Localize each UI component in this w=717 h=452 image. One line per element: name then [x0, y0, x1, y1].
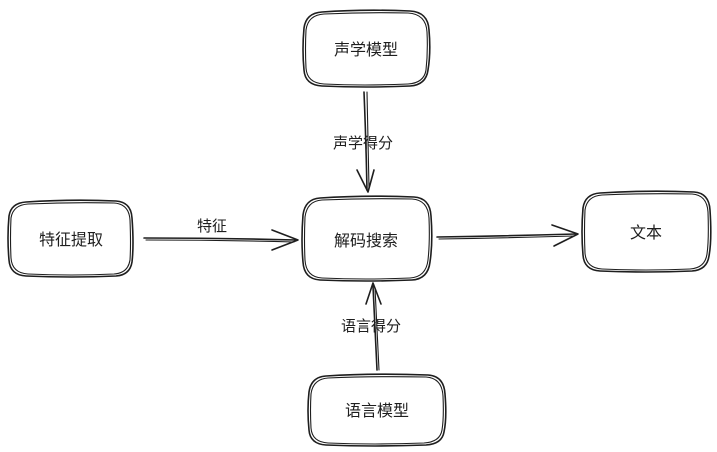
node-acoustic-model-label: 声学模型 [334, 40, 398, 59]
node-text-output[interactable]: 文本 [581, 190, 712, 273]
node-language-model-label: 语言模型 [345, 401, 409, 420]
node-decoding-search[interactable]: 解码搜索 [301, 195, 433, 282]
edge-acoustic-to-decoding: 声学得分 [333, 91, 393, 193]
node-feature-extraction-label: 特征提取 [39, 230, 103, 249]
node-feature-extraction[interactable]: 特征提取 [7, 199, 134, 278]
edge-language-to-decoding: 语言得分 [341, 282, 401, 371]
edge-decoding-to-text [436, 224, 579, 247]
node-acoustic-model[interactable]: 声学模型 [302, 9, 431, 88]
edge-features-to-decoding: 特征 [143, 217, 299, 251]
node-language-model[interactable]: 语言模型 [307, 373, 447, 447]
node-decoding-search-label: 解码搜索 [334, 231, 398, 250]
edge-language-score-label: 语言得分 [341, 317, 401, 335]
edge-features-label: 特征 [197, 217, 227, 235]
node-text-output-label: 文本 [630, 223, 662, 242]
edge-acoustic-score-label: 声学得分 [333, 134, 393, 152]
